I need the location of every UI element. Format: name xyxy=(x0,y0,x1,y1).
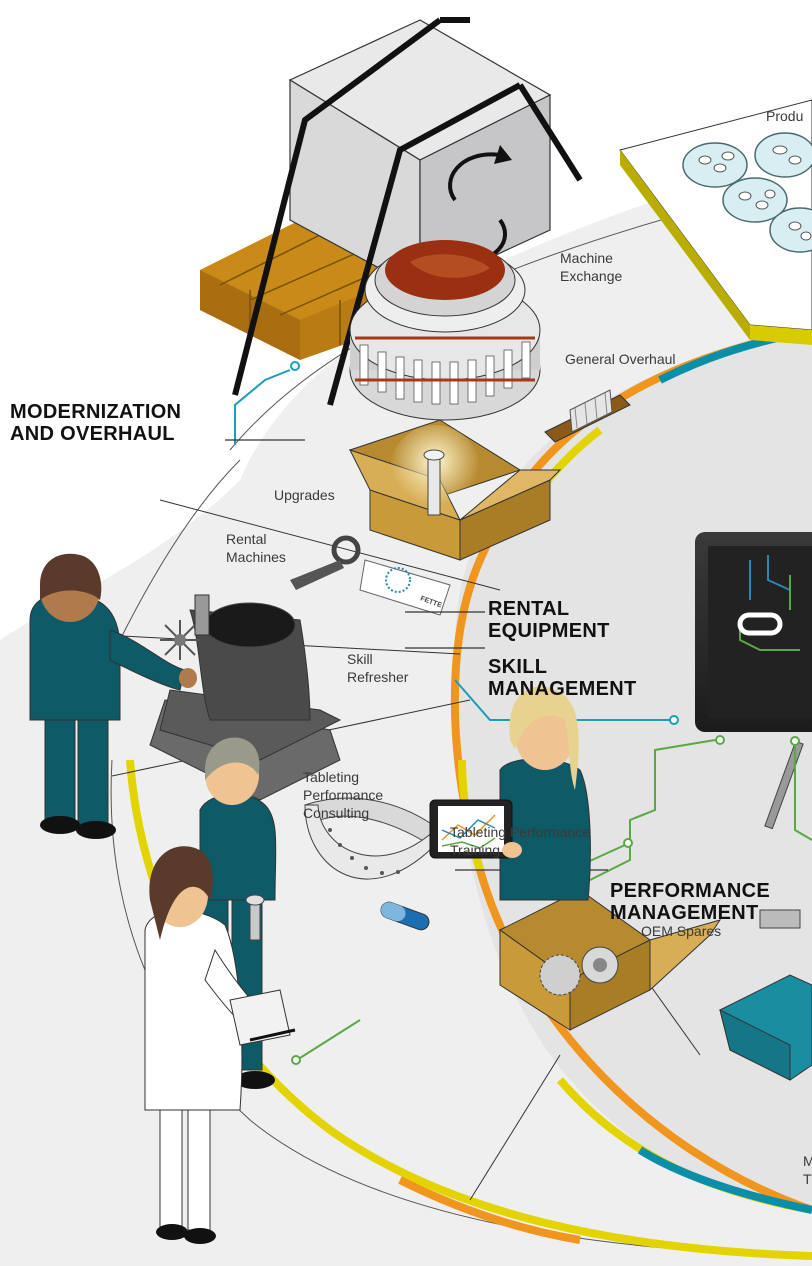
toolbox xyxy=(719,740,812,1081)
heading-line: SKILL xyxy=(488,656,548,678)
label-rental-machines: Rental Machines xyxy=(226,530,286,566)
heading-modernization-overhaul: MODERNIZATION AND OVERHAUL xyxy=(10,401,181,445)
heading-performance-management: PERFORMANCE MANAGEMENT xyxy=(610,880,770,924)
label-line: Rental xyxy=(226,531,267,547)
pill-icon xyxy=(380,901,430,931)
heading-line: AND OVERHAUL xyxy=(10,423,175,445)
label-tableting-performance-training: Tableting Performance Training xyxy=(450,823,590,859)
lab-scientist xyxy=(144,846,296,1244)
brush-tool xyxy=(544,389,631,443)
label-skill-refresher: Skill Refresher xyxy=(347,650,408,686)
label-line: T xyxy=(803,1171,812,1187)
performance-analyst xyxy=(429,686,591,901)
heading-line: MANAGEMENT xyxy=(488,678,637,700)
rental-machine xyxy=(149,594,342,801)
rental-key xyxy=(290,535,451,616)
label-upgrades: Upgrades xyxy=(274,487,335,503)
label-line: Machines xyxy=(226,549,286,565)
label-oem-spares: OEM Spares xyxy=(641,923,722,939)
heading-line: EQUIPMENT xyxy=(488,620,610,642)
production-tray xyxy=(619,99,812,345)
label-line: Refresher xyxy=(347,669,409,685)
heading-line: PERFORMANCE xyxy=(610,880,770,902)
label-production: Produ xyxy=(766,108,804,124)
label-machine-exchange: Machine Exchange xyxy=(560,249,622,285)
connector-lines xyxy=(234,361,812,1065)
label-line: Performance xyxy=(303,787,384,803)
heading-line: RENTAL xyxy=(488,598,570,620)
technician-man xyxy=(29,553,197,839)
label-cut-off: M T xyxy=(803,1152,812,1188)
label-line: Machine xyxy=(560,250,613,266)
label-line: Tableting Performance xyxy=(450,824,591,840)
heading-line: MODERNIZATION xyxy=(10,401,182,423)
upgrades-box xyxy=(348,419,562,561)
label-line: Tableting xyxy=(303,769,360,785)
heading-line: MANAGEMENT xyxy=(610,902,759,924)
heading-rental-equipment: RENTAL EQUIPMENT xyxy=(488,598,610,642)
label-line: Training xyxy=(450,842,501,858)
label-general-overhaul: General Overhaul xyxy=(565,351,676,367)
label-tableting-performance-consulting: Tableting Performance Consulting xyxy=(303,768,383,822)
tablet-press-rotor xyxy=(349,240,541,421)
label-line: Skill xyxy=(347,651,373,667)
label-line: M xyxy=(803,1153,812,1169)
label-line: Exchange xyxy=(560,268,623,284)
tablet-device xyxy=(695,532,812,732)
label-line: Consulting xyxy=(303,805,370,821)
heading-skill-management: SKILL MANAGEMENT xyxy=(488,656,637,700)
oem-spares-box xyxy=(499,889,722,1031)
